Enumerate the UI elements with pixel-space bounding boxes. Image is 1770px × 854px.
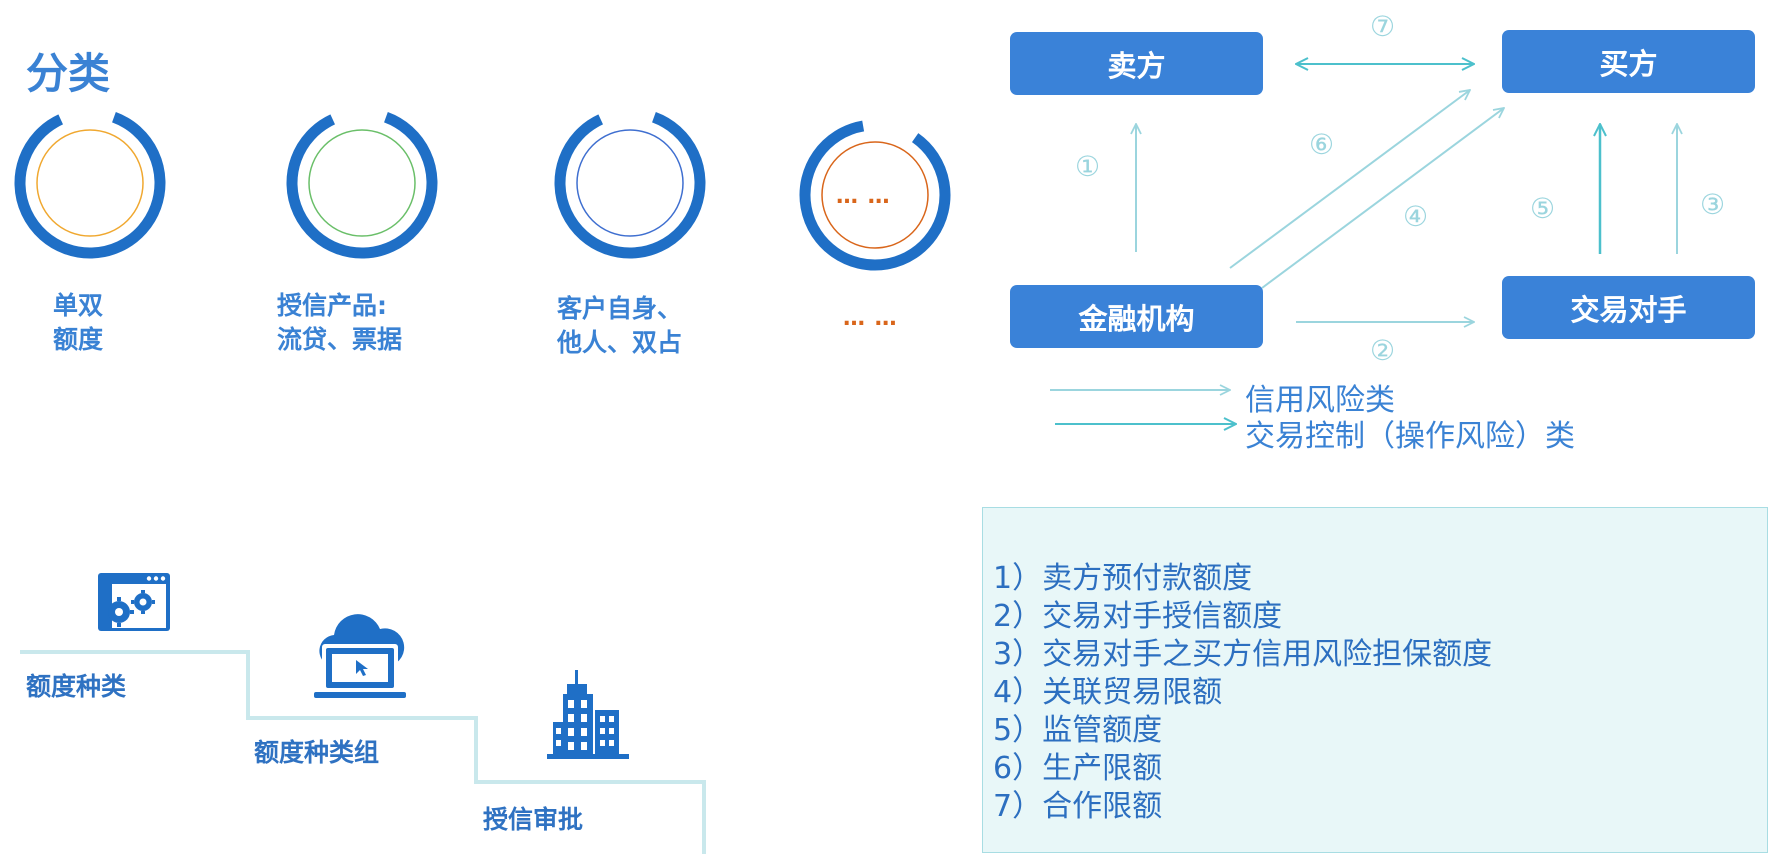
step-label-2: 额度种类组 bbox=[254, 738, 380, 767]
buildings-icon bbox=[547, 670, 629, 759]
category-rings bbox=[14, 107, 951, 271]
category-ring-1 bbox=[14, 107, 166, 259]
category-label-2-line2: 流贷、票据 bbox=[277, 325, 403, 354]
counterparty-box: 交易对手 bbox=[1502, 276, 1755, 339]
category-label-1: 单双 额度 bbox=[53, 289, 103, 357]
legend-transaction-control: 交易控制（操作风险）类 bbox=[1245, 419, 1575, 454]
staircase bbox=[20, 650, 706, 854]
list-item-1: 1）卖方预付款额度 bbox=[993, 561, 1253, 596]
arrow-number-5: ⑤ bbox=[1530, 192, 1556, 225]
category-label-1-line1: 单双 bbox=[53, 291, 104, 320]
category-ring-2 bbox=[286, 107, 438, 259]
list-item-7: 7）合作限额 bbox=[993, 789, 1163, 824]
arrow-number-7: ⑦ bbox=[1370, 10, 1396, 43]
category-label-3-line1: 客户自身、 bbox=[557, 294, 683, 323]
buyer-box: 买方 bbox=[1502, 30, 1755, 93]
arrow-number-2: ② bbox=[1370, 334, 1396, 367]
list-item-6: 6）生产限额 bbox=[993, 751, 1163, 786]
category-label-3-line2: 他人、双占 bbox=[557, 328, 683, 357]
step-label-1: 额度种类 bbox=[26, 672, 127, 701]
settings-window-icon bbox=[98, 573, 170, 631]
list-item-5: 5）监管额度 bbox=[993, 713, 1163, 748]
list-item-2: 2）交易对手授信额度 bbox=[993, 599, 1283, 634]
flow-arrows bbox=[1050, 0, 1770, 450]
step-label-3: 授信审批 bbox=[483, 805, 584, 834]
category-label-2: 授信产品: 流贷、票据 bbox=[277, 289, 402, 357]
list-item-4: 4）关联贸易限额 bbox=[993, 675, 1223, 710]
legend-credit-risk: 信用风险类 bbox=[1245, 383, 1395, 418]
arrow-number-4: ④ bbox=[1403, 200, 1429, 233]
arrow-number-3: ③ bbox=[1700, 188, 1726, 221]
arrow-number-1: ① bbox=[1075, 150, 1101, 183]
arrow-4 bbox=[1261, 108, 1504, 289]
arrow-6 bbox=[1229, 90, 1470, 269]
section-title: 分类 bbox=[26, 49, 111, 98]
category-ring-3 bbox=[554, 107, 706, 259]
seller-box: 卖方 bbox=[1010, 32, 1263, 95]
category-label-1-line2: 额度 bbox=[53, 325, 104, 354]
arrow-number-6: ⑥ bbox=[1309, 128, 1335, 161]
list-item-3: 3）交易对手之买方信用风险担保额度 bbox=[993, 637, 1493, 672]
limit-list-panel: 1）卖方预付款额度 2）交易对手授信额度 3）交易对手之买方信用风险担保额度 4… bbox=[982, 507, 1768, 853]
category-label-3: 客户自身、 他人、双占 bbox=[557, 292, 682, 360]
category-label-4: … … bbox=[843, 306, 898, 331]
financial-institution-box: 金融机构 bbox=[1010, 285, 1263, 348]
category-label-2-line1: 授信产品: bbox=[277, 291, 387, 320]
category-ring-4-text: … … bbox=[836, 184, 891, 209]
cloud-laptop-icon bbox=[314, 614, 406, 698]
